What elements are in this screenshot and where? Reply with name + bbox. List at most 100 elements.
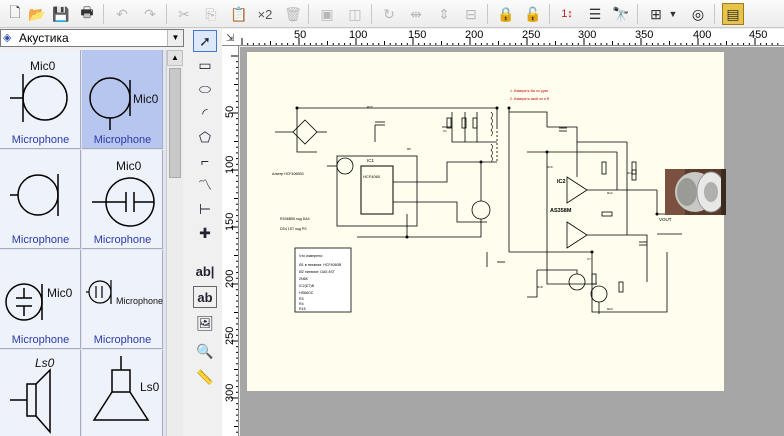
ic1-part-label: HCF4060	[363, 174, 381, 179]
palette-item-microphone-6[interactable]: Microphone Microphone	[82, 250, 163, 349]
svg-text:⇲: ⇲	[226, 33, 234, 44]
microphone-symbol-icon	[10, 174, 59, 216]
svg-text:R18: R18	[537, 285, 543, 289]
ruler-label: 150	[408, 29, 427, 41]
ruler-label: 100	[349, 29, 368, 41]
ruler-label: 200	[465, 29, 484, 41]
textbox-tool[interactable]: ab	[193, 286, 217, 308]
measure-tool-icon[interactable]: 📏	[196, 368, 214, 385]
palette-item-ref: Ls0	[35, 356, 55, 370]
find-icon[interactable]: 🔭	[612, 5, 630, 22]
magnifier-tool-icon[interactable]: 🔍	[196, 342, 214, 359]
ungroup-icon[interactable]: ◫	[348, 5, 362, 22]
ruler-label: 300	[224, 383, 236, 402]
notes-title: Что измерено:	[299, 254, 323, 258]
circuit-schematic: 1. Измерить бы по руки 2. Измерить свой …	[272, 89, 682, 314]
ruler-label: 250	[522, 29, 541, 41]
text-tool[interactable]: ab|	[195, 263, 215, 279]
svg-text:2N6K: 2N6K	[299, 277, 309, 281]
toolbar-separator	[487, 4, 488, 24]
image-tool-icon[interactable]: 🖼	[196, 314, 214, 331]
schematic-sheet[interactable]: 1. Измерить бы по руки 2. Измерить свой …	[247, 52, 726, 391]
svg-text:R15: R15	[299, 307, 306, 311]
svg-text:R14: R14	[627, 171, 633, 175]
rectangle-tool-icon[interactable]: ▭	[198, 56, 212, 73]
ruler-label: 450	[749, 29, 768, 41]
palette-item-ref: Mic0	[116, 159, 142, 173]
redo-icon[interactable]: ↷	[144, 5, 156, 22]
flip-vertical-icon[interactable]: ⇕	[438, 5, 450, 22]
palette-item-microphone-1[interactable]: Mic0 Microphone	[0, 50, 81, 149]
scroll-up-icon[interactable]: ▲	[167, 50, 183, 66]
arc-tool-icon[interactable]: ◜	[202, 104, 208, 121]
toolbar-separator	[166, 4, 167, 24]
undo-icon[interactable]: ↶	[116, 5, 128, 22]
palette-scrollbar[interactable]: ▲	[166, 50, 183, 436]
zoom-icon[interactable]: ◎	[691, 5, 705, 22]
bom-list-icon[interactable]: ☰	[588, 5, 602, 22]
rotate-icon[interactable]: ↻	[383, 5, 395, 22]
ellipse-tool-icon[interactable]: ⬭	[199, 80, 211, 97]
palette-item-microphone-2[interactable]: Mic0 Microphone	[82, 50, 163, 149]
palette-item-microphone-4[interactable]: Mic0 Microphone	[82, 150, 163, 249]
ruler-label: 400	[693, 29, 712, 41]
align-icon[interactable]: ⊟	[465, 5, 477, 22]
svg-text:C7: C7	[587, 257, 591, 261]
palette-item-ref: Microphone	[116, 296, 164, 306]
grid-dropdown-icon[interactable]: ▼	[668, 9, 678, 19]
duplicate-button[interactable]: ×2	[257, 6, 273, 22]
palette-item-caption: Microphone	[93, 234, 152, 246]
palette-item-ref: Mic0	[47, 286, 73, 300]
svg-text:R20: R20	[607, 307, 613, 311]
layers-icon[interactable]: ▤	[722, 3, 744, 25]
select-pointer-icon[interactable]: ➚	[193, 30, 217, 52]
drawing-canvas[interactable]: 1. Измерить бы по руки 2. Измерить свой …	[240, 47, 784, 436]
junction-tool-icon[interactable]: ✚	[199, 224, 211, 241]
ruler-ticks	[231, 55, 238, 433]
flip-horizontal-icon[interactable]: ⇹	[410, 5, 422, 22]
svg-text:Ø2 питание: DA5 4ST: Ø2 питание: DA5 4ST	[299, 270, 336, 274]
palette-item-ref: Ls0	[140, 380, 160, 394]
ruler-label: 250	[224, 326, 236, 345]
svg-text:Альтер HCF4060B3: Альтер HCF4060B3	[272, 172, 304, 176]
toolbar-separator	[371, 4, 372, 24]
svg-text:R5: R5	[407, 147, 411, 151]
cut-icon[interactable]: ✂	[178, 5, 190, 22]
unlock-icon[interactable]: 🔓	[524, 5, 542, 22]
group-icon[interactable]: ▣	[320, 5, 334, 22]
toolbar-separator	[714, 4, 715, 24]
toolbar-separator	[103, 4, 104, 24]
palette-item-loudspeaker-1[interactable]: Ls0	[0, 350, 81, 436]
delete-icon[interactable]: 🗑	[284, 5, 302, 22]
palette-item-microphone-5[interactable]: Mic0 Microphone	[0, 250, 81, 349]
toolbar-separator	[308, 4, 309, 24]
copy-icon[interactable]: ⎘	[205, 5, 217, 22]
polyline-tool-icon[interactable]: ⌐	[200, 153, 210, 169]
bus-tool-icon[interactable]: ⊢	[198, 200, 212, 217]
library-select[interactable]: ◈ Акустика ▼	[0, 29, 184, 47]
wire-tool-icon[interactable]: 〽	[198, 177, 212, 193]
palette-item-caption: Microphone	[11, 134, 70, 146]
svg-text:IC2(D7)B: IC2(D7)B	[299, 284, 315, 288]
ruler-ticks: ⇲	[226, 33, 779, 45]
polygon-tool-icon[interactable]: ⬠	[198, 128, 212, 145]
vout-label: VOUT	[659, 217, 672, 222]
ruler-label: 300	[578, 29, 597, 41]
microphone-photo[interactable]	[665, 169, 726, 215]
open-folder-icon[interactable]: 📂	[28, 5, 46, 22]
palette-item-loudspeaker-2[interactable]: Ls0	[82, 350, 163, 436]
scroll-thumb[interactable]	[169, 68, 181, 178]
save-icon[interactable]: 💾	[52, 5, 70, 22]
svg-text:1. Измерить бы по руки: 1. Измерить бы по руки	[510, 89, 548, 93]
lock-icon[interactable]: 🔒	[497, 5, 515, 22]
microphone-symbol-icon	[89, 77, 131, 130]
paste-icon[interactable]: 📋	[230, 5, 248, 22]
chevron-down-icon[interactable]: ▼	[167, 30, 183, 46]
capacitor-microphone-icon	[86, 280, 112, 304]
grid-icon[interactable]: ⊞	[650, 5, 662, 22]
palette-item-caption: Microphone	[11, 334, 70, 346]
palette-item-microphone-3[interactable]: Microphone	[0, 150, 81, 249]
print-icon[interactable]: 🖶	[80, 4, 94, 20]
numbering-icon[interactable]: 1↕	[561, 8, 573, 20]
new-file-icon[interactable]: 🗋	[9, 4, 21, 20]
